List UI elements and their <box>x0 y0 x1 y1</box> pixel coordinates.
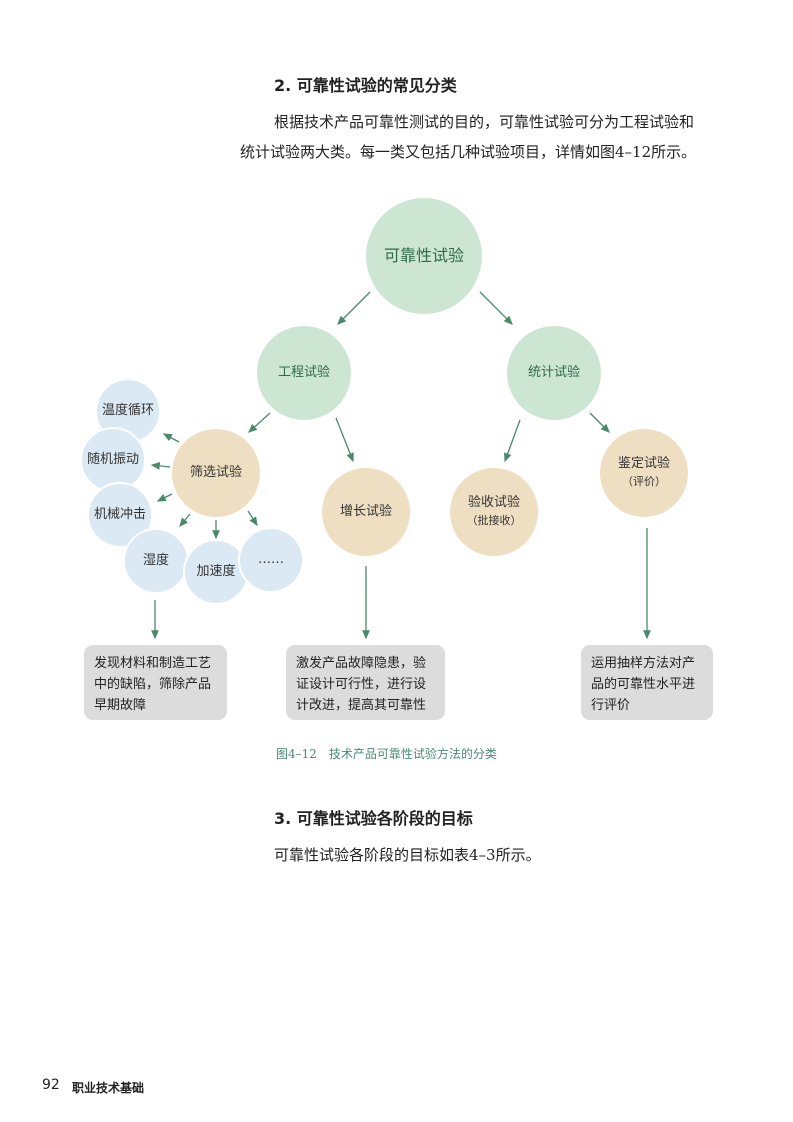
node-random-vibration: 随机振动 <box>80 427 146 493</box>
node-acceptance-test: 验收试验 （批接收） <box>450 468 538 556</box>
node-label: 验收试验 <box>467 495 520 510</box>
node-statistical-test: 统计试验 <box>507 326 601 420</box>
description-box-qualification: 运用抽样方法对产品的可靠性水平进行评价 <box>581 645 713 720</box>
node-more: …… <box>238 527 304 593</box>
arrow <box>589 412 610 433</box>
arrow <box>504 419 521 463</box>
arrow <box>247 510 258 527</box>
description-box-screening: 发现材料和制造工艺中的缺陷，筛除产品早期故障 <box>84 645 227 720</box>
page-number: 92 <box>42 1077 60 1093</box>
book-title: 职业技术基础 <box>72 1081 145 1095</box>
node-acceleration: 加速度 <box>183 539 249 605</box>
node-sublabel: （评价） <box>622 475 666 488</box>
node-label: 鉴定试验 <box>617 456 670 471</box>
node-growth-test: 增长试验 <box>322 468 410 556</box>
arrow <box>150 461 171 470</box>
arrow <box>479 291 513 325</box>
paragraph-line: 根据技术产品可靠性测试的目的，可靠性试验可分为工程试验和 <box>274 113 695 131</box>
arrow <box>248 412 271 433</box>
arrow <box>337 291 371 325</box>
node-qualification-test: 鉴定试验 （评价） <box>600 429 688 517</box>
section-heading: 3. 可靠性试验各阶段的目标 <box>274 809 473 828</box>
arrow <box>156 493 173 502</box>
diagram-arrows <box>150 291 651 640</box>
paragraph-line: 统计试验两大类。每一类又包括几种试验项目，详情如图4–12所示。 <box>240 143 697 161</box>
node-engineering-test: 工程试验 <box>257 326 351 420</box>
node-humidity: 湿度 <box>123 528 189 594</box>
arrow <box>335 417 354 463</box>
figure-caption: 图4–12 技术产品可靠性试验方法的分类 <box>276 747 497 761</box>
node-screening-test: 筛选试验 <box>172 429 260 517</box>
paragraph: 可靠性试验各阶段的目标如表4–3所示。 <box>274 846 541 864</box>
node-reliability-test: 可靠性试验 <box>366 198 482 314</box>
arrow <box>179 513 191 527</box>
section-heading: 2. 可靠性试验的常见分类 <box>274 76 457 95</box>
node-sublabel: （批接收） <box>466 514 522 527</box>
description-box-growth: 激发产品故障隐患，验证设计可行性，进行设计改进，提高其可靠性 <box>286 645 445 720</box>
arrow <box>162 433 180 443</box>
